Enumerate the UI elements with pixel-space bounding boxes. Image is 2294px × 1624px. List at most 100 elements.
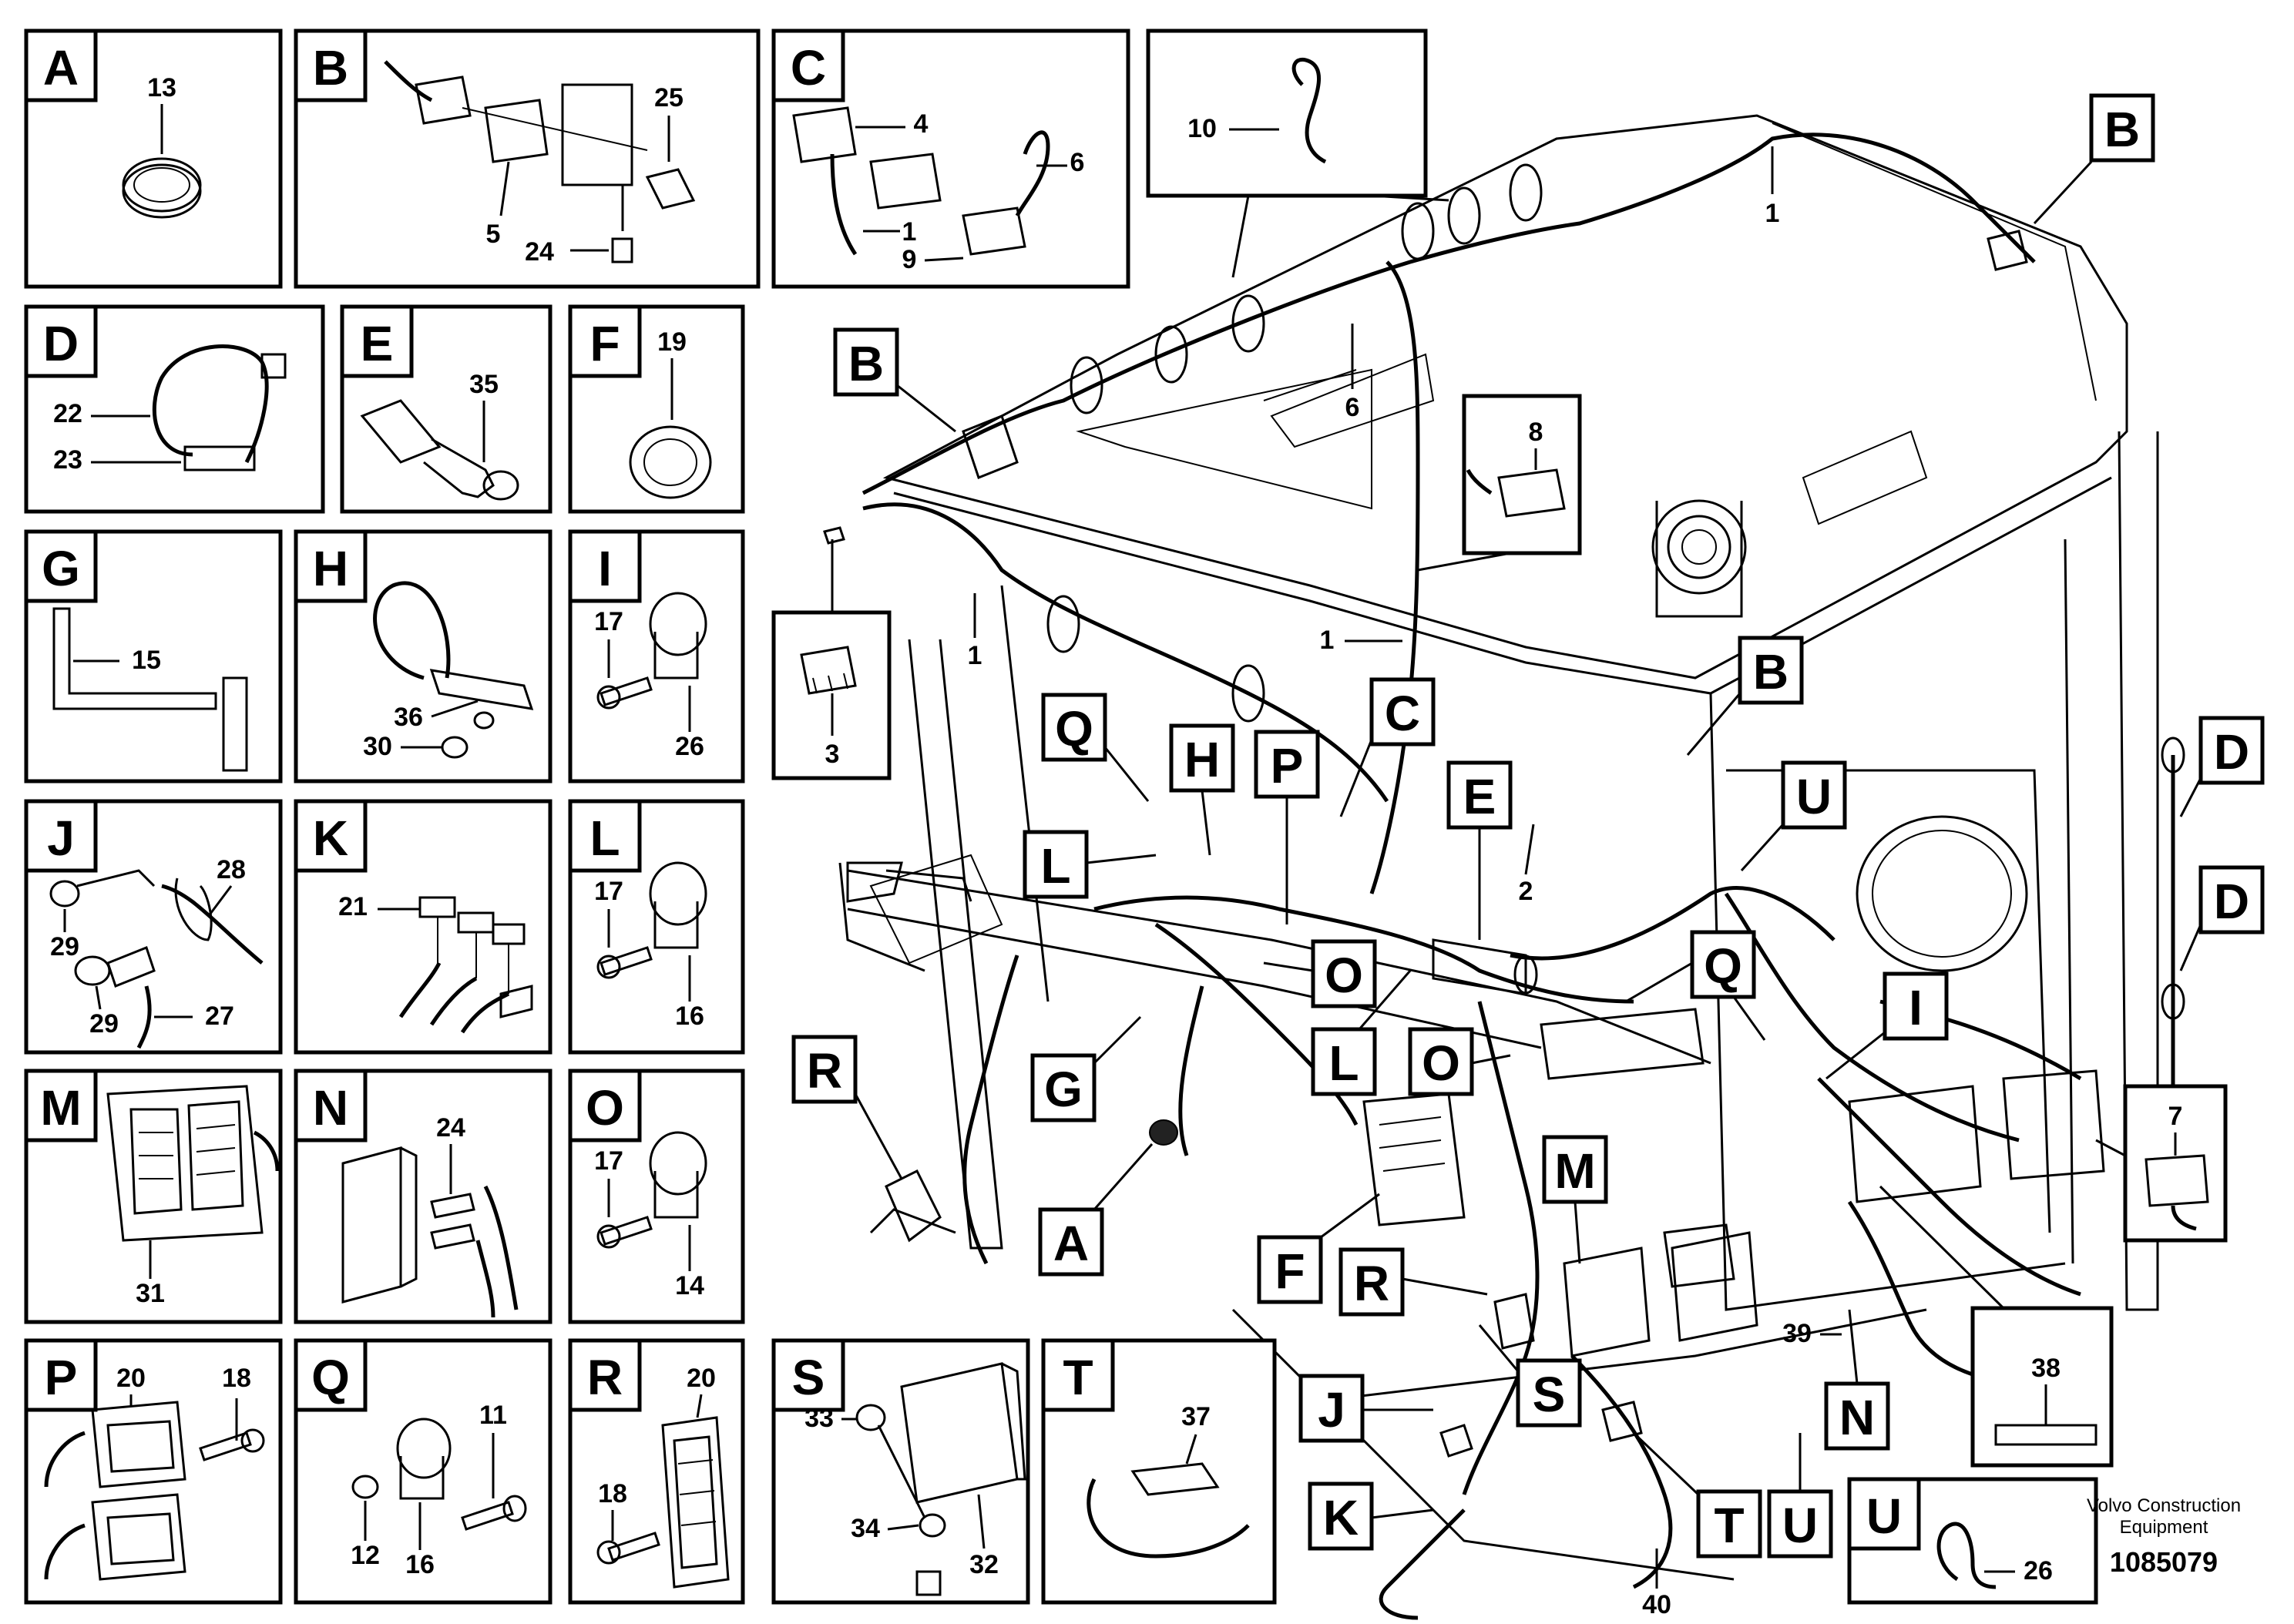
- callout-L-upper: L: [1023, 830, 1157, 899]
- part-number: 13: [147, 73, 176, 102]
- part-number: 23: [53, 445, 82, 475]
- panel-letter: E: [361, 316, 394, 371]
- part-number: 14: [675, 1271, 704, 1300]
- callout-U-upper: U: [1740, 760, 1847, 872]
- panel-M: M 31: [24, 1069, 283, 1324]
- callout-letter: Q: [1055, 701, 1093, 757]
- part-number: 29: [50, 932, 79, 961]
- callout-C: C: [1339, 677, 1436, 817]
- callout-Q-left: Q: [1041, 693, 1150, 802]
- detail-box-pad: 38: [1879, 1185, 2114, 1468]
- panel-letter: U: [1866, 1488, 1902, 1544]
- panel-N: N 24: [294, 1069, 553, 1324]
- main-part-labels: 1 1 1 6 2 39 40: [968, 146, 1842, 1619]
- callout-letter: I: [1909, 980, 1923, 1035]
- callout-H: H: [1169, 723, 1235, 856]
- callout-P: P: [1254, 730, 1320, 924]
- part-number: 25: [654, 83, 683, 112]
- callout-letter: D: [2214, 724, 2249, 780]
- panel-letter: D: [43, 316, 79, 371]
- callout-letter: R: [1354, 1256, 1389, 1311]
- part-number: 31: [136, 1279, 165, 1308]
- callout-letter: B: [2104, 102, 2140, 157]
- panel-I: I 17 26: [568, 529, 745, 783]
- part-number: 36: [394, 703, 423, 732]
- panel-F: F 19: [568, 304, 745, 514]
- panel-C: C 4 6 1 9: [771, 29, 1130, 289]
- callout-F: F: [1257, 1193, 1380, 1304]
- part-number: 26: [675, 732, 704, 761]
- detail-box-plug: 3: [771, 526, 892, 780]
- part-number: 18: [598, 1479, 627, 1508]
- callout-letter: O: [1325, 948, 1363, 1003]
- panel-K: K 21: [294, 799, 553, 1055]
- part-number: 24: [436, 1113, 465, 1143]
- part-number: 8: [1529, 418, 1543, 447]
- callout-E: E: [1446, 760, 1513, 940]
- part-number: 27: [205, 1002, 234, 1031]
- callout-U-lower: U: [1767, 1433, 1833, 1559]
- wiring-harness: [862, 133, 2185, 1620]
- part-number: 16: [405, 1550, 435, 1579]
- callout-Q-right: Q: [1625, 930, 1766, 1041]
- part-number: 15: [132, 646, 161, 675]
- part-number: 1: [1320, 626, 1335, 655]
- part-number: 11: [479, 1401, 507, 1430]
- part-number: 20: [116, 1364, 146, 1393]
- panel-P: P 20 18: [24, 1338, 283, 1605]
- part-number: 9: [902, 245, 917, 274]
- panel-Q: Q 11 12 16: [294, 1338, 553, 1605]
- callout-letter: C: [1385, 686, 1420, 741]
- part-number: 26: [2024, 1556, 2053, 1585]
- callout-S: S: [1478, 1324, 1582, 1428]
- part-number: 1: [902, 217, 917, 247]
- panel-O: O 17 14: [568, 1069, 745, 1324]
- part-number: 19: [657, 327, 687, 357]
- panel-letter: N: [313, 1080, 348, 1136]
- part-number: 1: [1765, 199, 1780, 228]
- part-number: 39: [1782, 1319, 1812, 1348]
- detail-box-tie: 10: [1146, 29, 1449, 278]
- part-number: 1: [968, 641, 982, 670]
- callout-I: I: [1825, 971, 1949, 1080]
- part-number: 20: [687, 1364, 716, 1393]
- callout-D-upper: D: [2179, 716, 2265, 817]
- panel-letter: B: [313, 40, 348, 96]
- cab-assembly-illustration: [838, 114, 2159, 1581]
- drawing-number: 1085079: [2110, 1546, 2218, 1578]
- callout-letter: U: [1782, 1498, 1818, 1553]
- part-number: 35: [469, 370, 499, 399]
- panel-letter: T: [1063, 1350, 1093, 1405]
- callout-letter: U: [1796, 769, 1832, 824]
- footer: Volvo Construction Equipment 1085079: [2087, 1495, 2241, 1578]
- part-number: 12: [351, 1541, 380, 1570]
- part-number: 37: [1181, 1402, 1211, 1431]
- callout-M: M: [1542, 1135, 1608, 1264]
- panel-J: J 28 29 29 27: [24, 799, 283, 1055]
- callout-O-lower: O: [1408, 1027, 1511, 1096]
- panel-H: H 36 30: [294, 529, 553, 783]
- part-number: 18: [222, 1364, 251, 1393]
- callout-R-right: R: [1338, 1247, 1488, 1317]
- callout-letter: A: [1053, 1216, 1089, 1271]
- panel-E: E 35: [340, 304, 553, 514]
- callout-B-upper-left: B: [833, 327, 956, 433]
- part-number: 38: [2031, 1354, 2061, 1383]
- callout-A: A: [1038, 1143, 1154, 1277]
- part-number: 30: [363, 732, 392, 761]
- callout-letter: G: [1044, 1062, 1083, 1117]
- panel-D: D 22 23: [24, 304, 325, 514]
- callout-J: J: [1298, 1374, 1433, 1443]
- callout-letter: P: [1271, 738, 1304, 794]
- panel-letter: J: [47, 810, 75, 866]
- part-number: 24: [525, 237, 554, 267]
- part-number: 10: [1187, 114, 1217, 143]
- callout-B-middle: B: [1686, 636, 1804, 756]
- detail-box-relay: 7: [2095, 1084, 2228, 1243]
- panel-letter: G: [42, 541, 80, 596]
- panel-letter: I: [598, 541, 612, 596]
- panel-A: A 13: [24, 29, 283, 289]
- panel-S: S 33 34 32: [771, 1338, 1030, 1605]
- panel-letter: O: [586, 1080, 624, 1136]
